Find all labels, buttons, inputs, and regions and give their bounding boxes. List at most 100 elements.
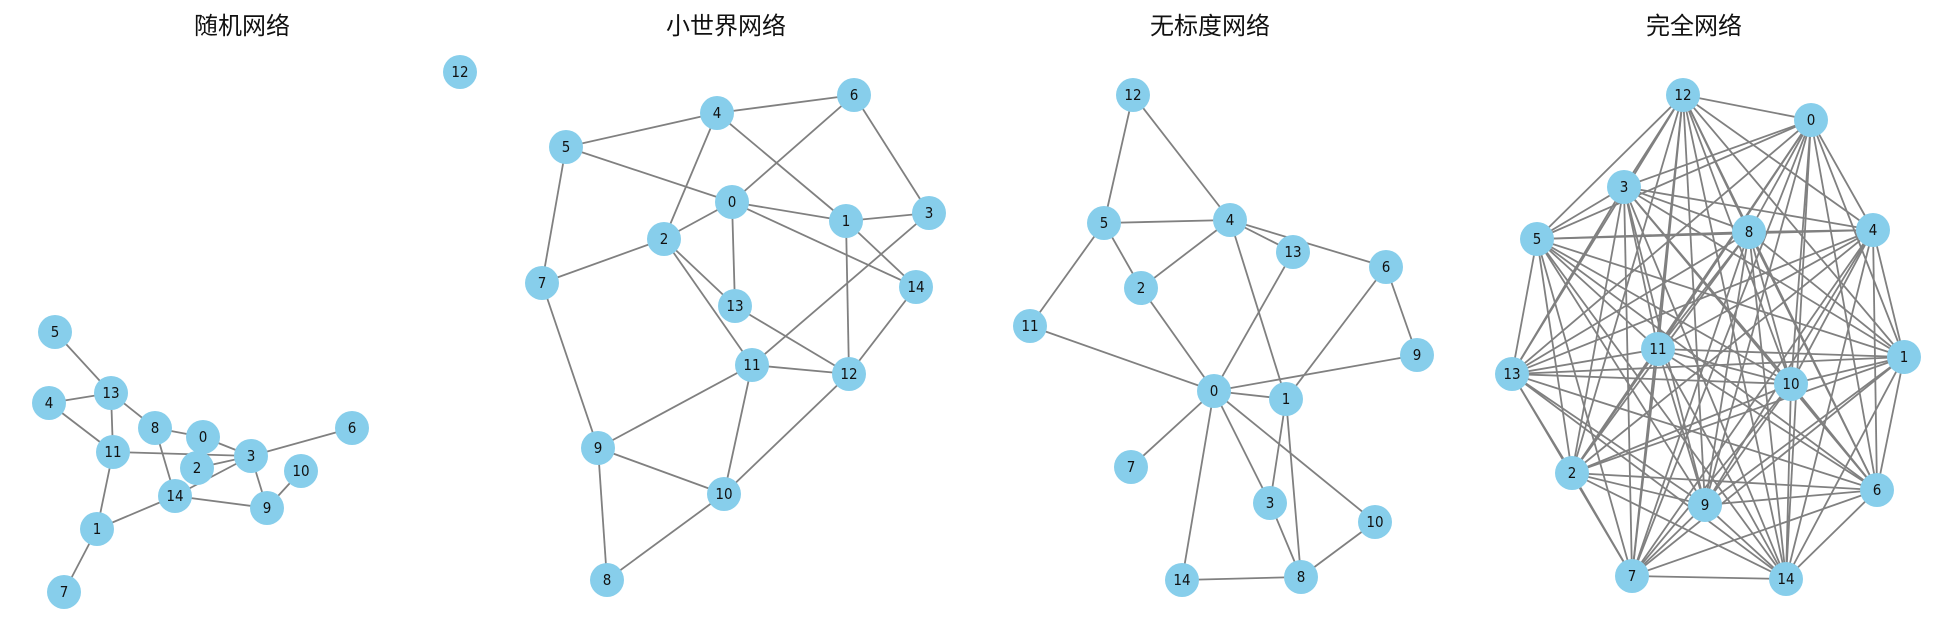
complete-network-title: 完全网络 — [1646, 12, 1742, 40]
node-6: 6 — [1369, 250, 1403, 284]
node-10: 10 — [707, 477, 741, 511]
node-8: 8 — [590, 563, 624, 597]
node-circle — [715, 185, 749, 219]
edge-1-6 — [1876, 356, 1905, 491]
edge-5-13 — [1511, 238, 1538, 375]
node-circle — [590, 563, 624, 597]
node-10: 10 — [284, 454, 318, 488]
edge-7-8 — [1631, 231, 1750, 577]
node-0: 0 — [715, 185, 749, 219]
node-circle — [1860, 473, 1894, 507]
node-3: 3 — [912, 196, 946, 230]
node-11: 11 — [1013, 309, 1047, 343]
edge-8-11 — [1657, 231, 1750, 350]
node-circle — [829, 204, 863, 238]
node-circle — [1615, 559, 1649, 593]
node-circle — [138, 411, 172, 445]
node-label: 9 — [594, 439, 603, 457]
edge-5-4 — [1103, 219, 1231, 224]
node-label: 13 — [1284, 243, 1301, 261]
edge-4-6 — [1229, 219, 1387, 268]
node-label: 5 — [562, 138, 571, 156]
edge-2-9 — [1571, 472, 1706, 506]
node-circle — [1666, 78, 1700, 112]
edge-5-11 — [1536, 238, 1659, 350]
edge-14-8 — [1181, 576, 1302, 581]
node-label: 1 — [1282, 390, 1291, 408]
node-11: 11 — [1641, 332, 1675, 366]
node-5: 5 — [1520, 222, 1554, 256]
node-label: 9 — [263, 499, 272, 517]
edge-4-6 — [716, 94, 855, 114]
edge-0-4 — [1810, 119, 1874, 231]
node-label: 3 — [925, 204, 934, 222]
node-circle — [837, 78, 871, 112]
edge-3-4 — [1623, 186, 1874, 231]
node-circle — [718, 289, 752, 323]
edge-3-11 — [751, 212, 930, 366]
node-6: 6 — [837, 78, 871, 112]
node-circle — [96, 435, 130, 469]
node-circle — [647, 222, 681, 256]
node-circle — [525, 266, 559, 300]
node-2: 2 — [180, 451, 214, 485]
edge-10-8 — [606, 493, 725, 581]
edge-0-1 — [731, 201, 847, 222]
edge-10-13 — [1511, 373, 1792, 385]
edge-0-14 — [1181, 390, 1215, 581]
edge-2-0 — [1140, 287, 1215, 392]
edge-7-9 — [541, 282, 599, 449]
node-9: 9 — [1688, 488, 1722, 522]
small-world-network-title: 小世界网络 — [666, 12, 786, 40]
node-label: 9 — [1701, 496, 1710, 514]
edge-11-0 — [1029, 325, 1215, 392]
node-label: 8 — [151, 419, 160, 437]
node-label: 0 — [199, 428, 208, 446]
node-13: 13 — [718, 289, 752, 323]
edge-9-14 — [1704, 504, 1787, 580]
edge-0-14 — [1785, 119, 1812, 580]
edge-0-3 — [1623, 119, 1812, 188]
edge-1-2 — [1571, 356, 1905, 474]
edge-2-4 — [1571, 229, 1874, 474]
node-label: 6 — [1382, 258, 1391, 276]
node-label: 13 — [726, 297, 743, 315]
edge-11-12 — [1657, 94, 1684, 350]
node-4: 4 — [1856, 213, 1890, 247]
edge-1-14 — [1785, 356, 1905, 580]
edge-6-14 — [1785, 489, 1878, 580]
node-label: 11 — [104, 443, 121, 461]
node-label: 1 — [93, 520, 102, 538]
edge-1-4 — [1872, 229, 1905, 358]
node-circle — [47, 575, 81, 609]
edge-0-12 — [1682, 94, 1812, 121]
node-circle — [707, 477, 741, 511]
edge-5-11 — [1029, 222, 1105, 327]
node-label: 2 — [660, 230, 669, 248]
node-circle — [832, 357, 866, 391]
node-11: 11 — [96, 435, 130, 469]
node-circle — [1495, 357, 1529, 391]
edge-3-11 — [1623, 186, 1659, 350]
node-label: 0 — [728, 193, 737, 211]
edge-2-11 — [1571, 348, 1659, 474]
edge-5-12 — [1536, 94, 1684, 240]
node-circle — [1641, 332, 1675, 366]
node-label: 12 — [451, 63, 468, 81]
node-circle — [1769, 562, 1803, 596]
edge-6-13 — [1511, 373, 1878, 491]
node-circle — [1400, 338, 1434, 372]
edge-4-13 — [1511, 229, 1874, 375]
edge-11-9 — [597, 364, 753, 449]
node-circle — [700, 96, 734, 130]
node-7: 7 — [525, 266, 559, 300]
scale-free-edges — [1029, 94, 1418, 581]
node-label: 3 — [247, 447, 256, 465]
node-0: 0 — [1794, 103, 1828, 137]
edge-5-6 — [1536, 238, 1878, 491]
edge-9-10 — [1704, 383, 1792, 506]
